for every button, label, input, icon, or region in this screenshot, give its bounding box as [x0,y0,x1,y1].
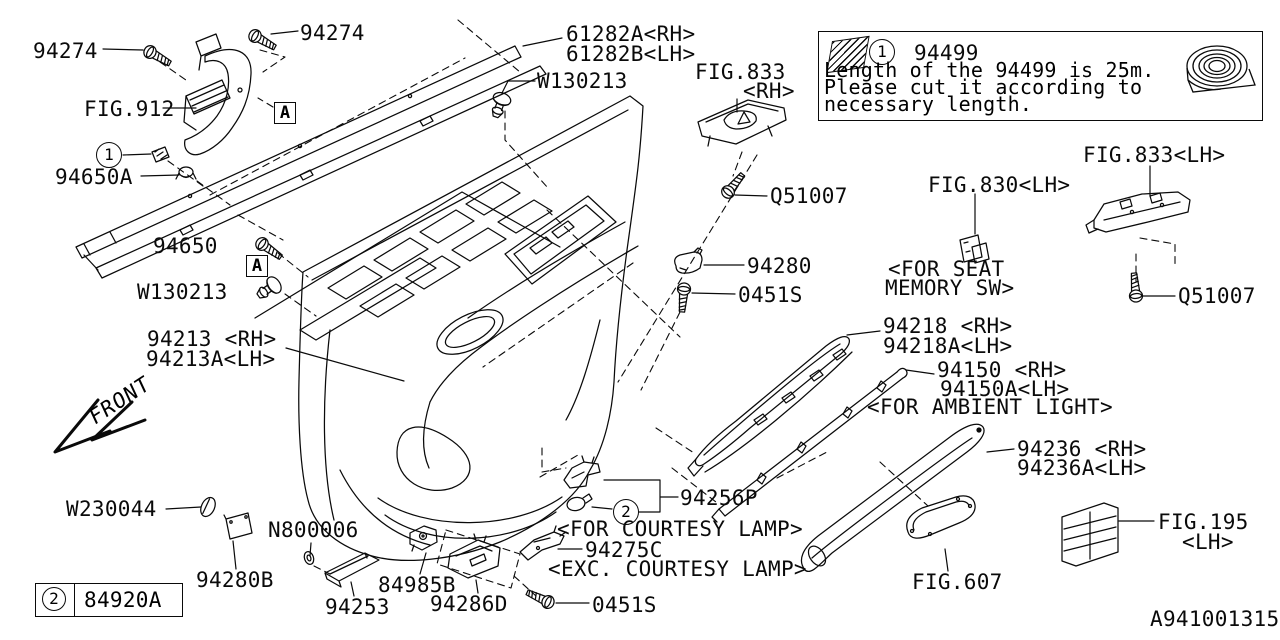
legend-ref-cell: 2 [36,584,75,616]
leader-lines [102,30,1176,604]
label-94236-rh: 94236 <RH> [1017,437,1147,461]
screw-q51007-right [1126,271,1144,304]
label-94280b: 94280B [196,568,274,592]
ambient-strip-94150-part [711,367,908,523]
tape-roll-icon [1186,45,1256,93]
label-seat-memory-line1: <FOR SEAT [888,257,1005,281]
screw-0451s-bottom [523,585,557,612]
label-94286d: 94286D [430,592,508,616]
holder-94256p-part [563,455,601,512]
door-inner-panel [254,181,561,341]
label-94218-lh: 94218A<LH> [883,334,1013,358]
label-94280: 94280 [747,254,812,278]
construction-lines [159,19,1176,597]
label-61282a: 61282A<RH> [566,22,696,46]
fig833-lh-part [1085,191,1191,234]
note-line-2: Please cut it according to [824,75,1143,99]
label-94256p: 94256P [680,486,758,510]
label-94274-top: 94274 [300,21,365,45]
view-marker-a-top: A [274,102,296,124]
switch-84985b-part [409,525,438,552]
fig195-part [1061,502,1119,567]
label-94218-rh: 94218 <RH> [883,314,1013,338]
note-ref-1-circle: 1 [869,39,895,65]
note-part-number: 94499 [914,41,979,65]
label-fig833-lh: FIG.833<LH> [1083,143,1226,167]
screw-0451s-mid [674,281,692,314]
label-0451s-bottom: 0451S [592,593,657,617]
hatch-square-94499-marker [151,146,170,163]
label-exc-courtesy-lamp: <EXC. COURTESY LAMP> [548,557,807,581]
nut-n800006-part [303,551,315,565]
label-94150-lh: 94150A<LH> [940,377,1070,401]
label-94650: 94650 [153,234,218,258]
label-ambient-light: <FOR AMBIENT LIGHT> [867,395,1113,419]
fig833-rh-part [697,99,787,147]
screw-94274-left [140,42,174,70]
note-box-94499: 1 94499 Length of the 94499 is 25m. Plea… [818,31,1263,121]
label-94253: 94253 [325,595,390,619]
door-trim-panel-94213 [298,95,644,561]
label-fig833-rh-line2: <RH> [743,79,795,103]
label-61282b: 61282B<LH> [566,42,696,66]
label-fig830-lh: FIG.830<LH> [928,173,1071,197]
label-0451s-mid: 0451S [738,283,803,307]
label-q51007-right: Q51007 [1178,284,1256,308]
clip-94280b-part [223,512,253,540]
legend-part-number: 84920A [84,588,162,612]
ref-marker-1-circle: 1 [96,142,122,168]
legend-box-84920a: 2 84920A [35,583,183,617]
fig830-lh-part [959,234,990,264]
label-q51007-top: Q51007 [770,184,848,208]
label-94213-rh: 94213 <RH> [147,327,277,351]
grommet-w230044-part [200,496,216,518]
label-for-courtesy-lamp: <FOR COURTESY LAMP> [557,517,803,541]
note-line-3: necessary length. [824,92,1033,116]
label-fig912: FIG.912 [84,97,175,121]
lower-trim-94236-part [800,423,985,572]
legend-ref-2-circle: 2 [42,587,66,611]
label-94150-rh: 94150 <RH> [937,358,1067,382]
screw-94274-top [245,26,279,54]
label-94650a: 94650A [55,165,133,189]
weatherstrip-61282-part [75,45,547,279]
label-fig833-rh-line1: FIG.833 [695,60,786,84]
label-w230044: W230044 [66,497,157,521]
label-w130213-top: W130213 [537,69,628,93]
label-w130213-mid: W130213 [137,280,228,304]
ref-marker-2-circle: 2 [613,499,639,525]
diagram-code: A941001315 [1150,607,1280,631]
label-seat-memory-line2: MEMORY SW> [885,276,1015,300]
label-n800006: N800006 [268,518,359,542]
label-fig195-line2: <LH> [1182,530,1234,554]
bracket-94286d-part [447,533,501,579]
view-marker-a-mid: A [246,255,268,277]
lamp-94275c-part [519,525,567,561]
label-fig607: FIG.607 [912,570,1003,594]
note-line-1: Length of the 94499 is 25m. [824,58,1155,82]
front-arrow-icon [53,398,147,454]
label-94213-lh: 94213A<LH> [146,347,276,371]
clip-w130213-mid [252,273,285,304]
fig912-connector-part [183,33,252,156]
fig607-part [906,495,976,539]
label-fig195-line1: FIG.195 [1158,510,1249,534]
strip-94253-part [324,552,380,588]
label-94274-left: 94274 [33,39,98,63]
label-94236-lh: 94236A<LH> [1017,456,1147,480]
label-84985b: 84985B [378,573,456,597]
armrest-trim-94218-part [687,336,853,477]
label-94275c: 94275C [585,538,663,562]
